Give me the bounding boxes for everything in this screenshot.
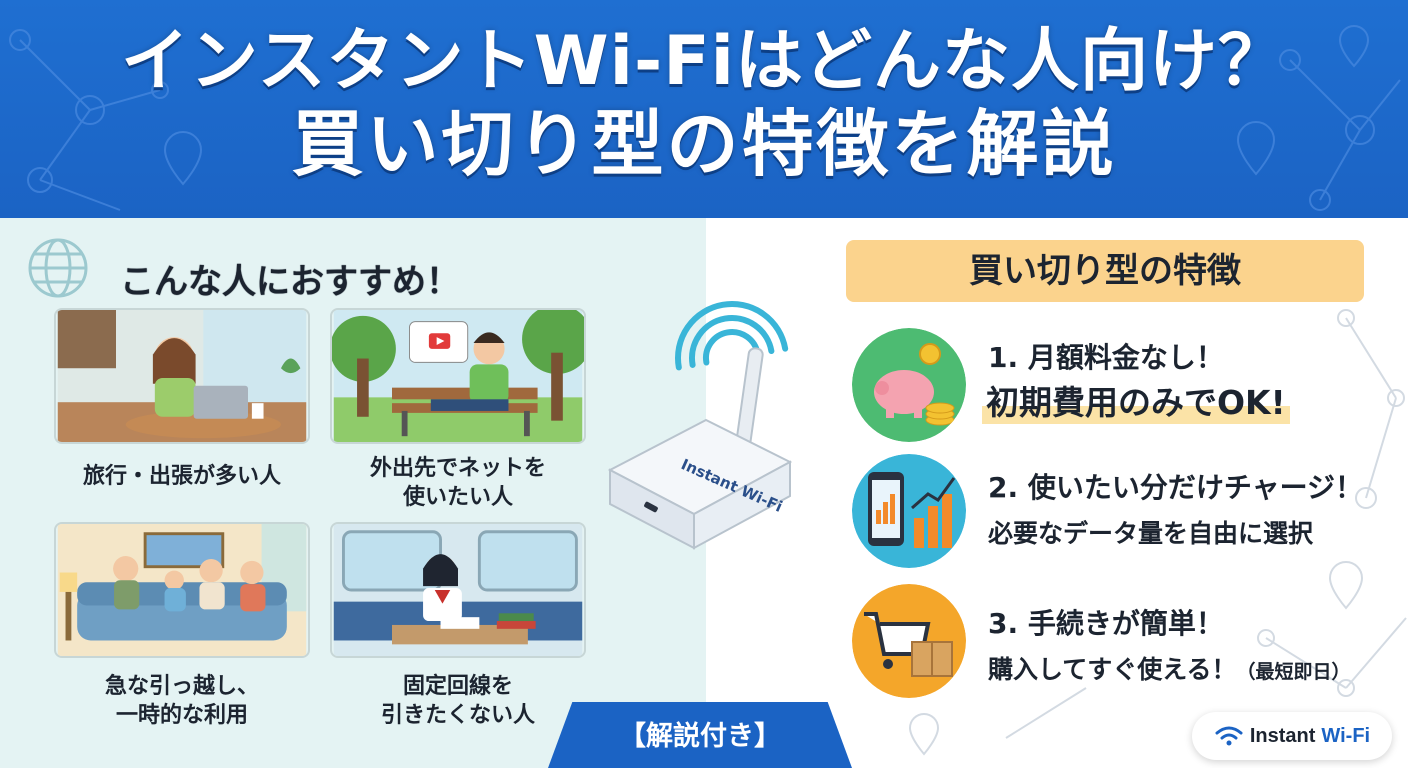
brand-logo: Instant Wi-Fi (1192, 712, 1392, 760)
recommended-title: こんな人におすすめ！ (120, 262, 460, 302)
wifi-icon (1215, 726, 1243, 746)
network-pattern-decoration (9, 25, 1401, 211)
cafe-laptop-woman-image (57, 310, 307, 442)
header-banner: インスタントWi-Fiはどんな人向け？ 買い切り型の特徴を解説 (0, 0, 1408, 218)
feature-3-detail-note: （最短即日） (1236, 661, 1351, 683)
card-outside-illustration (330, 308, 586, 444)
globe-icon (28, 238, 88, 298)
card-no-fixed-line-caption: 固定回線を引きたくない人 (380, 674, 535, 729)
park-bench-phone-man-image (332, 310, 584, 442)
family-sofa-devices-image (57, 524, 307, 656)
feature-3-heading: 3. 手続きが簡単！ (988, 607, 1224, 640)
features-panel: 買い切り型の特徴 1. 月額料金なし！ 初期費用のみでOK! 2. 使いたい分だ… (706, 218, 1408, 768)
card-outside-caption: 外出先でネットを使いたい人 (369, 456, 546, 511)
card-travel-illustration (54, 308, 310, 444)
cart-box-icon (852, 584, 966, 698)
page-title: インスタントWi-Fiはどんな人向け？ 買い切り型の特徴を解説 (0, 22, 1408, 187)
logo-word-wifi: Wi-Fi (1321, 724, 1371, 747)
page-title-line2: 買い切り型の特徴を解説 (291, 102, 1117, 187)
feature-1-detail: 初期費用のみでOK! (982, 376, 1290, 424)
features-title: 買い切り型の特徴 (846, 240, 1364, 302)
feature-3-detail-main: 購入してすぐ使える！ (988, 655, 1237, 684)
page-title-line1: インスタントWi-Fiはどんな人向け？ (121, 22, 1287, 101)
logo-word-instant: Instant (1249, 724, 1316, 747)
card-travel-caption: 旅行・出張が多い人 (82, 464, 281, 489)
feature-2-heading: 2. 使いたい分だけチャージ！ (988, 471, 1364, 504)
phone-bar-chart-icon (852, 454, 966, 568)
feature-3-detail: 購入してすぐ使える！（最短即日） (988, 650, 1351, 686)
feature-1-heading: 1. 月額料金なし！ (988, 341, 1224, 374)
card-moving-illustration (54, 522, 310, 658)
explanation-tab: 【解説付き】 (548, 702, 852, 768)
card-moving-caption: 急な引っ越し、一時的な利用 (104, 674, 259, 729)
card-no-fixed-line-illustration (330, 522, 586, 658)
wifi-router-illustration: Instant Wi-Fi (607, 301, 793, 550)
network-background-decoration (908, 309, 1407, 756)
recommended-users-panel: こんな人におすすめ！ 旅行・出張が多い人 (0, 218, 706, 768)
piggy-bank-coins-icon (852, 328, 966, 442)
feature-2-detail: 必要なデータ量を自由に選択 (988, 519, 1314, 548)
student-train-study-image (333, 524, 583, 656)
